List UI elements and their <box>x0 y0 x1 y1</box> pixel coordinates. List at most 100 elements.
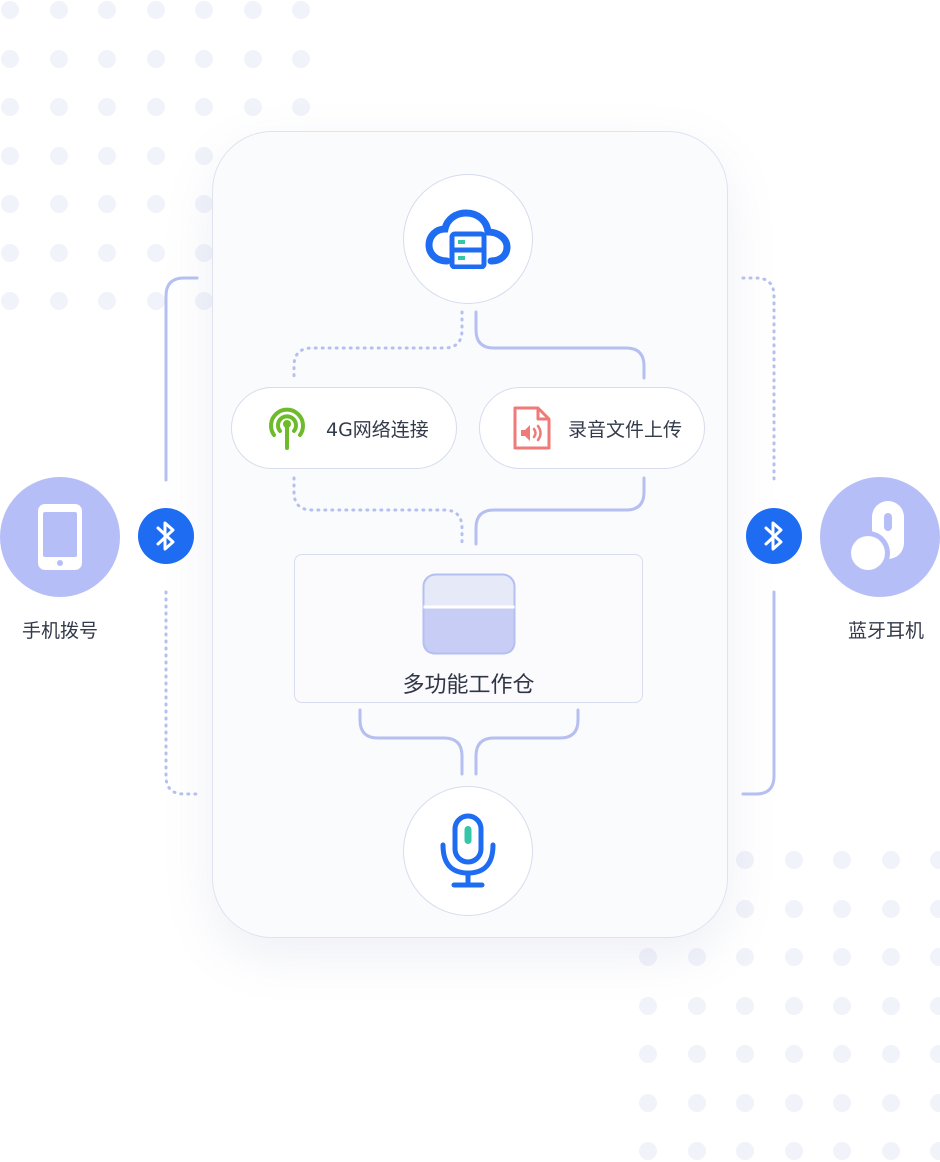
decor-dot <box>736 1045 754 1063</box>
decor-dot <box>49 98 68 116</box>
decor-dot <box>736 851 754 869</box>
decor-dot <box>1 292 19 310</box>
wire-network-hub <box>292 476 464 546</box>
decor-dot <box>146 49 165 68</box>
decor-dot <box>930 1142 940 1160</box>
decor-dot <box>736 996 754 1015</box>
decor-dot <box>292 98 310 116</box>
decor-dot <box>784 1045 803 1063</box>
decor-dot <box>881 1142 900 1160</box>
audio-file-icon <box>513 406 551 450</box>
wire-right-bottom <box>741 590 776 796</box>
earphone-device <box>820 477 940 597</box>
decor-dot <box>687 948 706 966</box>
wire-cloud-upload <box>474 310 646 380</box>
decor-dot <box>292 49 310 68</box>
decor-dot <box>930 996 940 1015</box>
decor-dot <box>833 1045 851 1063</box>
decor-dot <box>49 49 68 68</box>
upload-label: 录音文件上传 <box>568 418 683 441</box>
network-pill: 4G网络连接 <box>231 387 457 469</box>
decor-dot <box>195 49 213 68</box>
decor-dot <box>687 1142 706 1160</box>
wire-upload-hub <box>474 476 646 546</box>
decor-dot <box>687 1093 706 1112</box>
wire-hub-mic-left <box>358 708 464 776</box>
cloud-server-icon <box>425 209 511 269</box>
decor-dot <box>243 1 262 19</box>
decor-dot <box>98 146 116 165</box>
decor-dot <box>687 996 706 1015</box>
decor-dot <box>49 243 68 262</box>
decor-dot <box>1 243 19 262</box>
decor-dot <box>784 1093 803 1112</box>
bluetooth-icon <box>764 521 783 551</box>
decor-dot <box>639 1045 657 1063</box>
decor-dot <box>98 292 116 310</box>
decor-dot <box>146 98 165 116</box>
wire-left-top <box>164 276 199 482</box>
decor-dot <box>881 948 900 966</box>
decor-dot <box>639 1142 657 1160</box>
decor-dot <box>833 851 851 869</box>
signal-antenna-icon <box>269 407 305 450</box>
network-label: 4G网络连接 <box>326 418 429 441</box>
decor-dot <box>639 1093 657 1112</box>
decor-dot <box>833 1142 851 1160</box>
decor-dot <box>49 195 68 213</box>
decor-dot <box>195 243 213 262</box>
wire-hub-mic-right <box>474 708 580 776</box>
decor-dot <box>1 98 19 116</box>
bluetooth-badge-left <box>138 508 194 564</box>
decor-dot <box>930 1093 940 1112</box>
decor-dot <box>736 948 754 966</box>
cloud-node <box>403 174 533 304</box>
decor-dot <box>195 146 213 165</box>
decor-dot <box>736 1093 754 1112</box>
decor-dot <box>930 1045 940 1063</box>
decor-dot <box>881 996 900 1015</box>
mic-node <box>403 786 533 916</box>
decor-dot <box>1 49 19 68</box>
decor-dot <box>639 996 657 1015</box>
phone-label: 手机拨号 <box>21 620 98 642</box>
earphone-label: 蓝牙耳机 <box>847 620 924 642</box>
decor-dot <box>49 292 68 310</box>
bluetooth-icon <box>156 521 175 551</box>
decor-dot <box>736 899 754 918</box>
microphone-icon <box>440 813 496 888</box>
decor-dot <box>930 948 940 966</box>
decor-dot <box>98 98 116 116</box>
decor-dot <box>98 49 116 68</box>
wire-left-bottom <box>164 590 199 796</box>
bluetooth-earphone-icon <box>846 501 904 575</box>
upload-pill: 录音文件上传 <box>479 387 705 469</box>
decor-dot <box>146 146 165 165</box>
decor-dot <box>784 996 803 1015</box>
decor-dot <box>736 1142 754 1160</box>
decor-dot <box>195 98 213 116</box>
decor-dot <box>687 1045 706 1063</box>
decor-dot <box>49 146 68 165</box>
decor-dot <box>784 851 803 869</box>
decor-dot <box>292 1 310 19</box>
hub-label: 多功能工作仓 <box>402 673 535 698</box>
decor-dot <box>1 146 19 165</box>
wire-right-top <box>741 276 776 482</box>
decor-dot <box>784 1142 803 1160</box>
decor-dot <box>833 948 851 966</box>
decor-dot <box>833 996 851 1015</box>
decor-dot <box>833 1093 851 1112</box>
decor-dot <box>881 899 900 918</box>
decor-dot <box>195 1 213 19</box>
decor-dot <box>639 948 657 966</box>
decor-dot <box>98 1 116 19</box>
decor-dot <box>930 899 940 918</box>
decor-dot <box>98 195 116 213</box>
decor-dot <box>146 292 165 310</box>
decor-dot <box>98 243 116 262</box>
decor-dot <box>833 899 851 918</box>
decor-dot <box>146 195 165 213</box>
workstation-hub: 多功能工作仓 <box>294 554 643 703</box>
